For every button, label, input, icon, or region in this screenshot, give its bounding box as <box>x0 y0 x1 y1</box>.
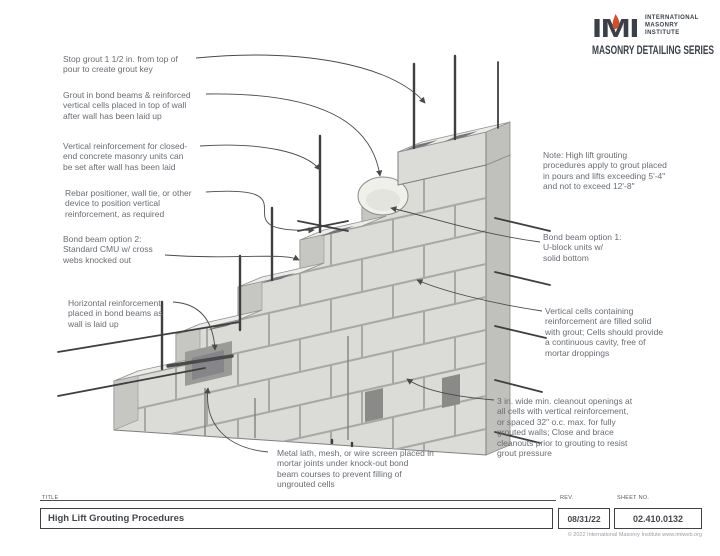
open-cell <box>444 131 478 142</box>
callout-grout-bond-beams: Grout in bond beams & reinforced vertica… <box>63 90 191 121</box>
open-cell <box>320 226 354 237</box>
sheet-title: High Lift Grouting Procedures <box>40 508 553 529</box>
horizontal-rebar <box>494 271 551 286</box>
imi-logo: IMI INTERNATIONAL MASONRY INSTITUTE MASO… <box>592 13 714 57</box>
org-line: MASONRY <box>645 23 678 29</box>
horizontal-rebar <box>494 379 543 393</box>
rev-label: REV. <box>560 495 574 501</box>
horizontal-rebar <box>494 431 541 444</box>
callout-horizontal-reinforcement: Horizontal reinforcement placed in bond … <box>68 298 163 329</box>
rev-date: 08/31/22 <box>558 508 610 529</box>
leader-lines <box>164 54 543 453</box>
title-block-rule <box>40 500 556 501</box>
series-title: MASONRY DETAILING SERIES <box>592 45 714 57</box>
sheet-label: SHEET NO. <box>617 495 650 501</box>
callout-stop-grout: Stop grout 1 1/2 in. from top of pour to… <box>63 54 178 75</box>
callout-metal-lath: Metal lath, mesh, or wire screen placed … <box>277 448 434 490</box>
cleanout-opening <box>442 374 460 408</box>
callout-vertical-reinforcement: Vertical reinforcement for closed- end c… <box>63 141 188 172</box>
cleanout-opening <box>365 388 383 422</box>
callout-cleanout-openings: 3 in. wide min. cleanout openings at all… <box>497 396 633 459</box>
callout-bond-beam-option1: Bond beam option 1: U-block units w/ sol… <box>543 232 622 263</box>
horizontal-rebar <box>494 325 547 339</box>
copyright: © 2022 International Masonry Institute w… <box>567 532 702 538</box>
org-line: INSTITUTE <box>645 30 680 36</box>
callout-vertical-cells: Vertical cells containing reinforcement … <box>545 306 664 358</box>
horizontal-rebar <box>57 321 241 353</box>
callout-high-lift-note: Note: High lift grouting procedures appl… <box>543 150 667 192</box>
open-cell <box>404 140 438 151</box>
horizontal-rebar <box>57 367 206 397</box>
flame-icon <box>612 14 620 30</box>
open-cell <box>261 273 295 284</box>
horizontal-rebar-bar <box>166 354 234 368</box>
org-line: INTERNATIONAL <box>645 15 699 21</box>
horizontal-rebar <box>494 217 551 232</box>
title-label: TITLE <box>42 495 59 501</box>
callout-rebar-positioner: Rebar positioner, wall tie, or other dev… <box>65 188 192 219</box>
rebar-positioner <box>297 220 349 232</box>
sheet-number: 02.410.0132 <box>614 508 702 529</box>
callout-bond-beam-option2: Bond beam option 2: Standard CMU w/ cros… <box>63 234 153 265</box>
